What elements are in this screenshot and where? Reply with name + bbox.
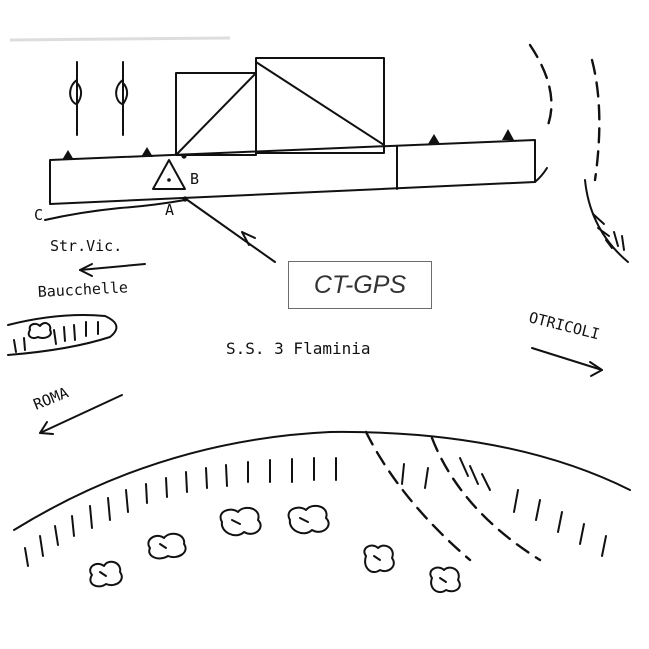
shrub-icon (287, 504, 330, 535)
dashed-path-lower-right (430, 436, 542, 562)
shrub-icon (219, 506, 262, 537)
arrow-icon (39, 394, 123, 435)
shrub-icon (429, 566, 461, 594)
scan-smudge (9, 36, 231, 42)
shrub-icon (363, 544, 395, 574)
dashed-path-upper-right (590, 58, 601, 182)
embankment-upper-right (584, 179, 629, 263)
direction-otricoli: OTRICOLI (527, 308, 601, 343)
shrub-icon (89, 560, 123, 588)
roof-markers (62, 129, 514, 160)
side-road-name-2: Baucchelle (37, 278, 128, 301)
arrow-icon (79, 263, 146, 277)
highway-name: S.S. 3 Flaminia (226, 339, 371, 358)
point-b-label: B (190, 170, 199, 188)
tree-icon (69, 61, 83, 136)
triangle-benchmark-icon (152, 153, 188, 202)
tag-leader-line (185, 198, 276, 263)
building-base (49, 139, 548, 205)
point-c-label: C (34, 206, 43, 224)
arrow-icon (531, 347, 603, 377)
shrub-icon (147, 532, 187, 560)
direction-roma: ROMA (31, 383, 71, 413)
hedge-left (7, 314, 118, 356)
tree-icon (115, 61, 129, 136)
lower-curved-edge (13, 430, 631, 531)
building-structure (175, 57, 385, 156)
slope-hatching-lower (24, 457, 607, 567)
instrument-tag: CT-GPS (288, 261, 432, 309)
point-a-label: A (165, 201, 174, 219)
dashed-path-upper-left (528, 43, 553, 127)
road-edge-line (44, 199, 186, 221)
dashed-path-lower-left (364, 430, 472, 562)
side-road-name: Str.Vic. (50, 237, 122, 255)
